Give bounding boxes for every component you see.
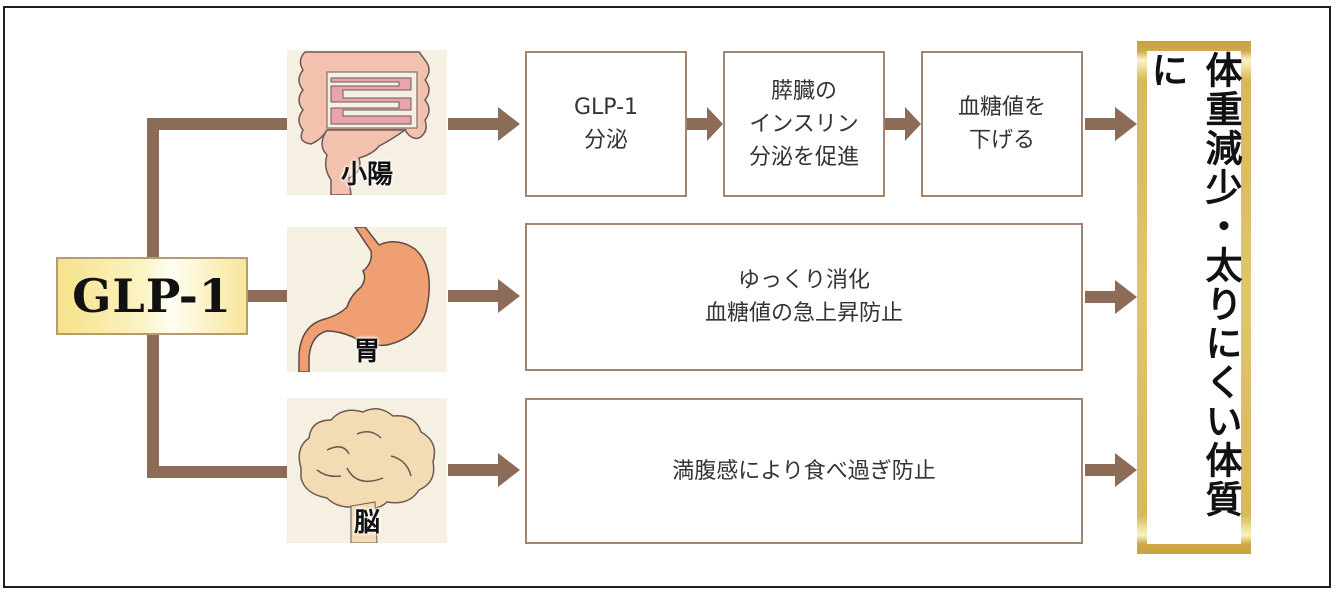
arrow-stomach-to-result xyxy=(1085,280,1137,314)
brain-icon xyxy=(298,408,436,543)
small-intestine-icon xyxy=(298,51,430,195)
arrow-step1-to-step2 xyxy=(687,107,723,141)
arrow-brain-to-result xyxy=(1085,453,1137,487)
stomach-icon xyxy=(298,227,430,372)
step-pancreas-insulin-text: 膵臓の インスリン 分泌を促進 xyxy=(748,78,859,170)
step-lower-blood-sugar-text: 血糖値を 下げる xyxy=(957,95,1046,153)
stomach-effect-text: ゆっくり消化 血糖値の急上昇防止 xyxy=(704,268,903,326)
organ-label-brain: 脳 xyxy=(353,508,380,538)
stomach-effect-box: ゆっくり消化 血糖値の急上昇防止 xyxy=(525,223,1083,371)
connector-to-small-intestine xyxy=(147,118,287,130)
glp1-source-box: GLP-1 xyxy=(56,257,248,335)
step-lower-blood-sugar: 血糖値を 下げる xyxy=(921,51,1083,197)
arrow-brain-to-effect xyxy=(448,453,520,487)
brain-effect-box: 満腹感により食べ過ぎ防止 xyxy=(525,398,1083,544)
arrow-step2-to-step3 xyxy=(885,107,921,141)
step-glp1-secretion-text: GLP-1 分泌 xyxy=(573,95,639,153)
result-text: 体重減少・太りにくい体質に xyxy=(1145,51,1243,519)
organ-small-intestine: 小陽 xyxy=(287,50,447,195)
arrow-step3-to-result xyxy=(1085,107,1137,141)
arrow-stomach-to-effect xyxy=(448,279,520,313)
step-glp1-secretion: GLP-1 分泌 xyxy=(525,51,687,197)
connector-to-stomach xyxy=(246,290,287,302)
arrow-small-intestine-to-step1 xyxy=(448,107,520,141)
organ-stomach: 胃 xyxy=(287,227,447,372)
organ-label-small-intestine: 小陽 xyxy=(340,160,393,190)
glp1-label: GLP-1 xyxy=(72,269,232,323)
organ-brain: 脳 xyxy=(287,398,447,543)
connector-to-brain xyxy=(147,466,287,478)
organ-label-stomach: 胃 xyxy=(353,337,380,367)
step-pancreas-insulin: 膵臓の インスリン 分泌を促進 xyxy=(723,51,885,197)
brain-effect-text: 満腹感により食べ過ぎ防止 xyxy=(672,458,936,484)
result-box: 体重減少・太りにくい体質に xyxy=(1137,41,1251,554)
